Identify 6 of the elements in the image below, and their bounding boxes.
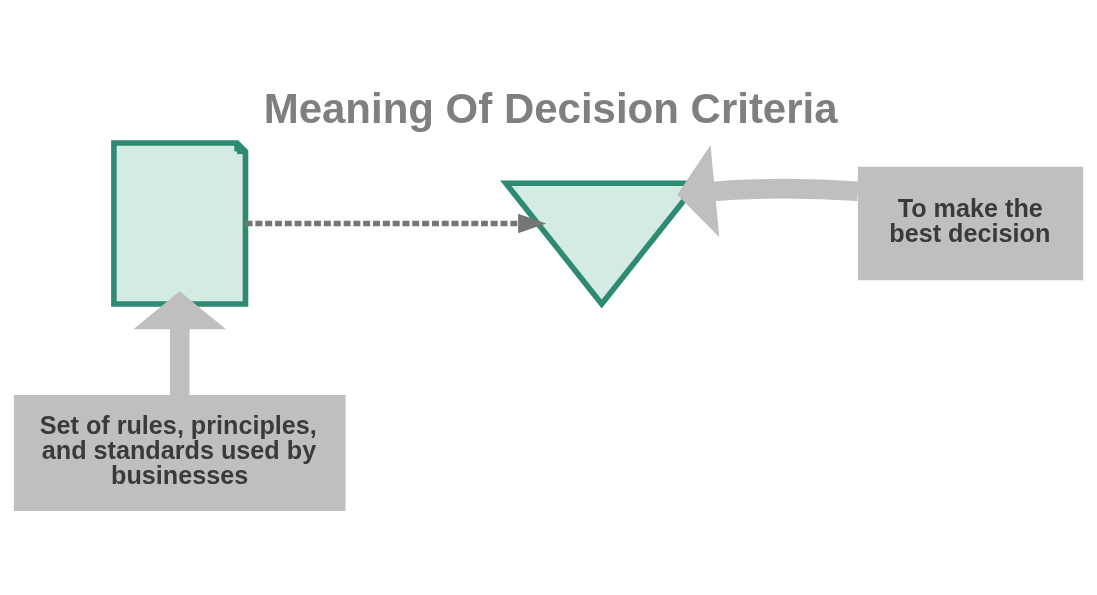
arrow — [245, 213, 547, 233]
arrow — [133, 290, 227, 395]
diagram-title: Meaning Of Decision Criteria — [263, 84, 838, 132]
node-box: Set of rules, principles, and standards used by businesses — [13, 394, 346, 511]
arrow — [677, 144, 859, 237]
node-box: To make the best decision — [857, 166, 1084, 280]
